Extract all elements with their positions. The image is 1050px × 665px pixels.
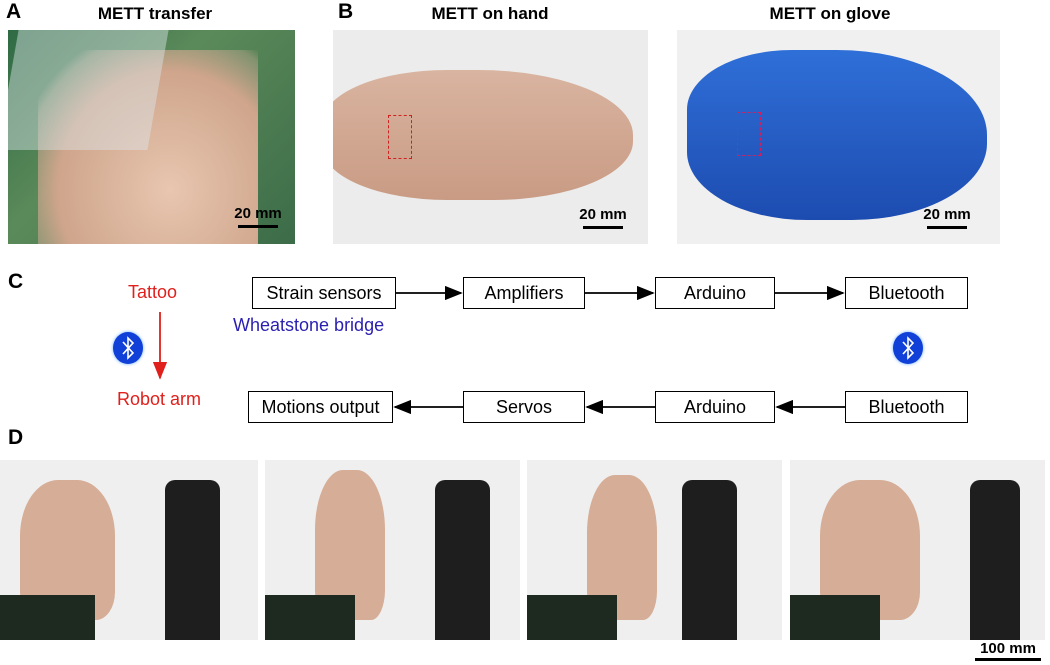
robot-hand (435, 480, 490, 640)
photo-mett-on-hand: 20 mm (333, 30, 648, 244)
wheatstone-bridge-label: Wheatstone bridge (233, 315, 385, 335)
box-amplifiers: Amplifiers (463, 277, 585, 309)
box-motions-output: Motions output (248, 391, 393, 423)
bluetooth-icon (893, 332, 923, 364)
box-bluetooth-top: Bluetooth (845, 277, 968, 309)
box-servos: Servos (463, 391, 585, 423)
panel-c-label: C (8, 270, 24, 293)
panel-d-label: D (8, 426, 24, 449)
wristband (790, 595, 880, 640)
scale-bar-glove: 20 mm (917, 206, 977, 229)
scale-bar-a: 20 mm (228, 205, 288, 228)
photo-mett-on-glove: 20 mm (677, 30, 1000, 244)
panel-a-label: A (6, 0, 22, 23)
box-arduino-top: Arduino (655, 277, 775, 309)
sensor-highlight (737, 112, 761, 156)
photo-gesture-one-finger (265, 460, 520, 640)
scale-bar-d: 100 mm (972, 640, 1044, 661)
robot-hand (165, 480, 220, 640)
hand-shape (38, 50, 258, 244)
panel-b-title-hand: METT on hand (431, 4, 549, 23)
photo-gesture-two-fingers (527, 460, 782, 640)
scale-text: 20 mm (234, 205, 282, 222)
panel-b-title-glove: METT on glove (769, 4, 891, 23)
photo-mett-transfer: 20 mm (8, 30, 295, 244)
robot-arm-label: Robot arm (117, 389, 202, 409)
box-bluetooth-bottom: Bluetooth (845, 391, 968, 423)
hand-shape (333, 70, 633, 200)
robot-hand (970, 480, 1020, 640)
wristband (265, 595, 355, 640)
scale-text: 100 mm (980, 640, 1036, 657)
box-arduino-bottom: Arduino (655, 391, 775, 423)
wristband (527, 595, 617, 640)
scale-text: 20 mm (579, 206, 627, 223)
scale-text: 20 mm (923, 206, 971, 223)
panel-a-title: METT transfer (97, 4, 213, 23)
tattoo-label: Tattoo (128, 282, 178, 302)
box-strain-sensors: Strain sensors (252, 277, 396, 309)
scale-bar-hand: 20 mm (573, 206, 633, 229)
robot-hand (682, 480, 737, 640)
photo-gesture-ok-sign (790, 460, 1045, 640)
sensor-highlight (388, 115, 412, 159)
wristband (0, 595, 95, 640)
bluetooth-icon (113, 332, 143, 364)
photo-gesture-open-hand (0, 460, 258, 640)
panel-b-label: B (338, 0, 354, 23)
